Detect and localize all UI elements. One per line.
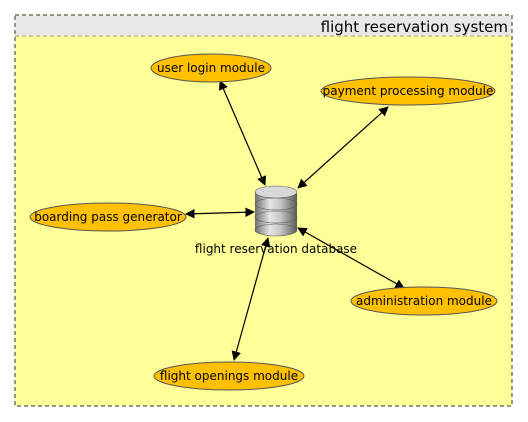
node-label: payment processing module — [323, 84, 494, 98]
node-label: boarding pass generator — [34, 210, 182, 224]
node-administration-module[interactable]: administration module — [350, 286, 498, 316]
node-label: administration module — [356, 294, 492, 308]
database-icon — [254, 185, 298, 237]
node-boarding-pass-generator[interactable]: boarding pass generator — [29, 202, 187, 232]
database-node[interactable]: flight reservation database — [195, 185, 357, 256]
edge-db-user-login — [219, 80, 266, 186]
node-label: user login module — [157, 61, 265, 75]
system-title-bar — [15, 15, 512, 36]
node-flight-openings-module[interactable]: flight openings module — [153, 361, 305, 391]
node-payment-processing-module[interactable]: payment processing module — [320, 76, 496, 106]
edges — [185, 80, 405, 361]
system-title: flight reservation system — [321, 18, 508, 36]
node-label: flight openings module — [160, 369, 298, 383]
edge-db-payment — [297, 106, 389, 189]
database-label: flight reservation database — [195, 242, 357, 256]
node-user-login-module[interactable]: user login module — [150, 53, 272, 83]
edge-db-administration — [297, 227, 405, 289]
edge-db-flight-openings — [231, 237, 271, 361]
edge-db-boarding-pass — [185, 207, 255, 219]
